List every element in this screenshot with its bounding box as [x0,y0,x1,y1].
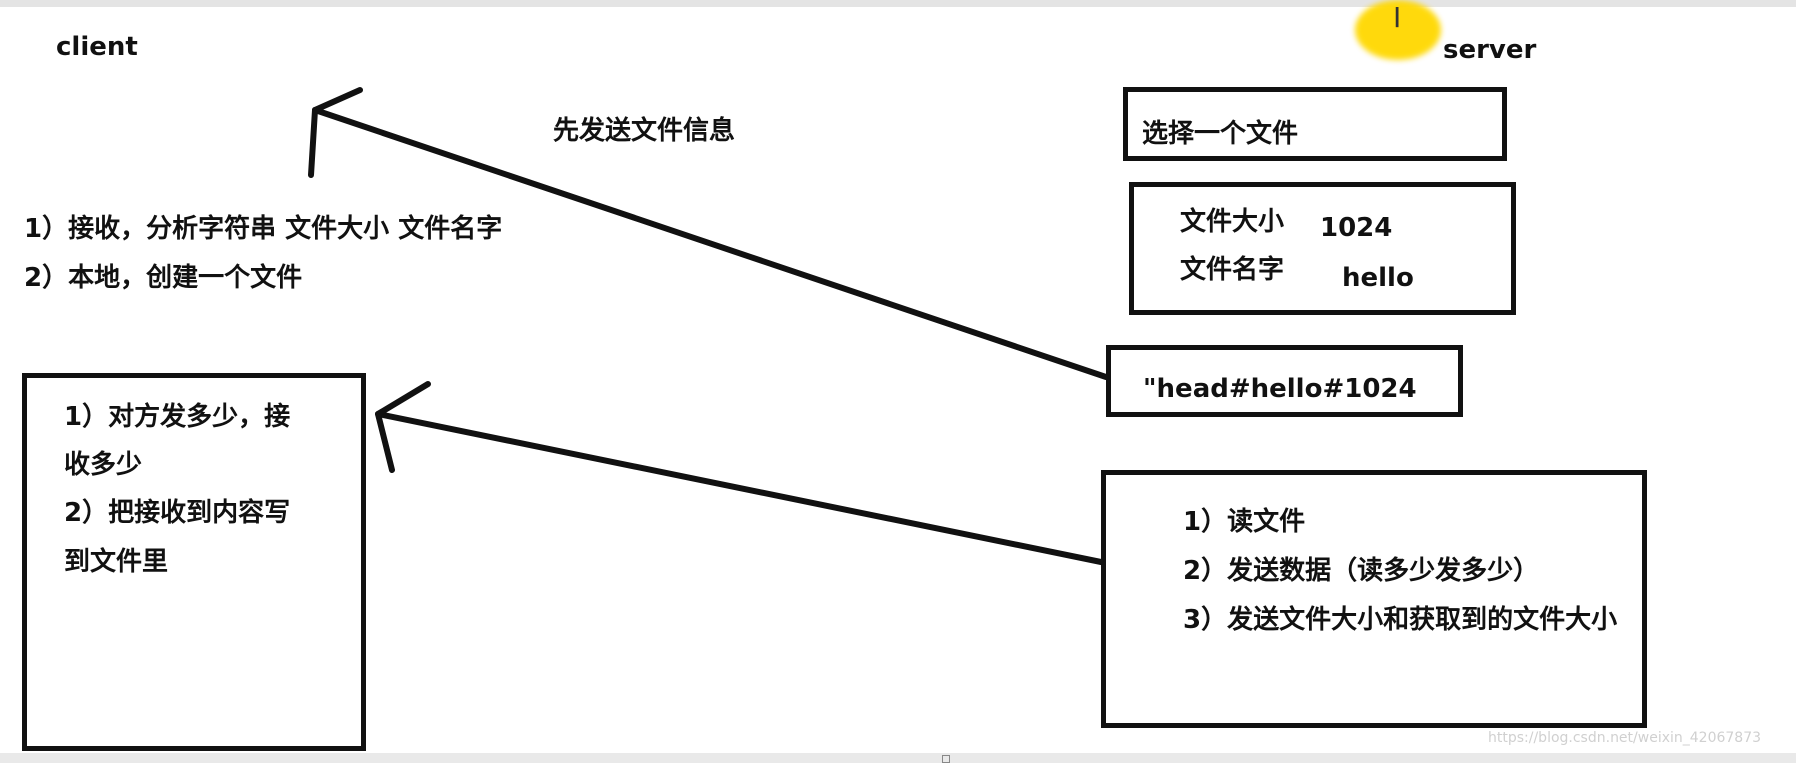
server-label: server [1443,35,1537,65]
info-arrow-shaft [312,107,1109,380]
client-label: client [56,32,138,62]
server-send-box: 1）读文件 2）发送数据（读多少发多少） 3）发送文件大小和获取到的文件大小 [1101,470,1647,728]
head-string-text: "head#hello#1024 [1143,374,1417,404]
file-size-value: 1024 [1320,213,1393,243]
client-step-2: 2）本地，创建一个文件 [24,263,303,293]
file-name-value: hello [1342,263,1414,293]
client-step-1: 1）接收，分析字符串 文件大小 文件名字 [24,214,503,244]
client-receive-box: 1）对方发多少，接 收多少 2）把接收到内容写 到文件里 [22,373,366,751]
file-name-label: 文件名字 [1180,255,1285,285]
bottom-border [0,753,1796,763]
resize-handle-icon[interactable] [942,755,950,763]
client-box-line-4: 到文件里 [64,547,169,577]
data-arrow-shaft [375,411,1104,565]
text-cursor-icon: I [1393,1,1402,34]
file-size-label: 文件大小 [1180,207,1285,237]
server-step-1: 1）读文件 [1183,507,1306,537]
file-info-box: 文件大小 1024 文件名字 hello [1129,182,1516,315]
send-info-label: 先发送文件信息 [553,116,736,146]
top-border [0,0,1796,7]
server-step-2: 2）发送数据（读多少发多少） [1183,556,1540,586]
head-string-box: "head#hello#1024 [1106,345,1463,417]
client-box-line-2: 收多少 [64,450,143,480]
watermark: https://blog.csdn.net/weixin_42067873 [1488,730,1762,746]
select-file-text: 选择一个文件 [1142,119,1299,149]
data-arrow-head [375,381,431,473]
client-box-line-1: 1）对方发多少，接 [64,402,291,432]
server-step-3: 3）发送文件大小和获取到的文件大小 [1183,605,1618,635]
client-box-line-3: 2）把接收到内容写 [64,498,291,528]
cursor-highlight [1355,0,1441,60]
select-file-box: 选择一个文件 [1123,87,1507,161]
info-arrow-head [308,87,363,178]
